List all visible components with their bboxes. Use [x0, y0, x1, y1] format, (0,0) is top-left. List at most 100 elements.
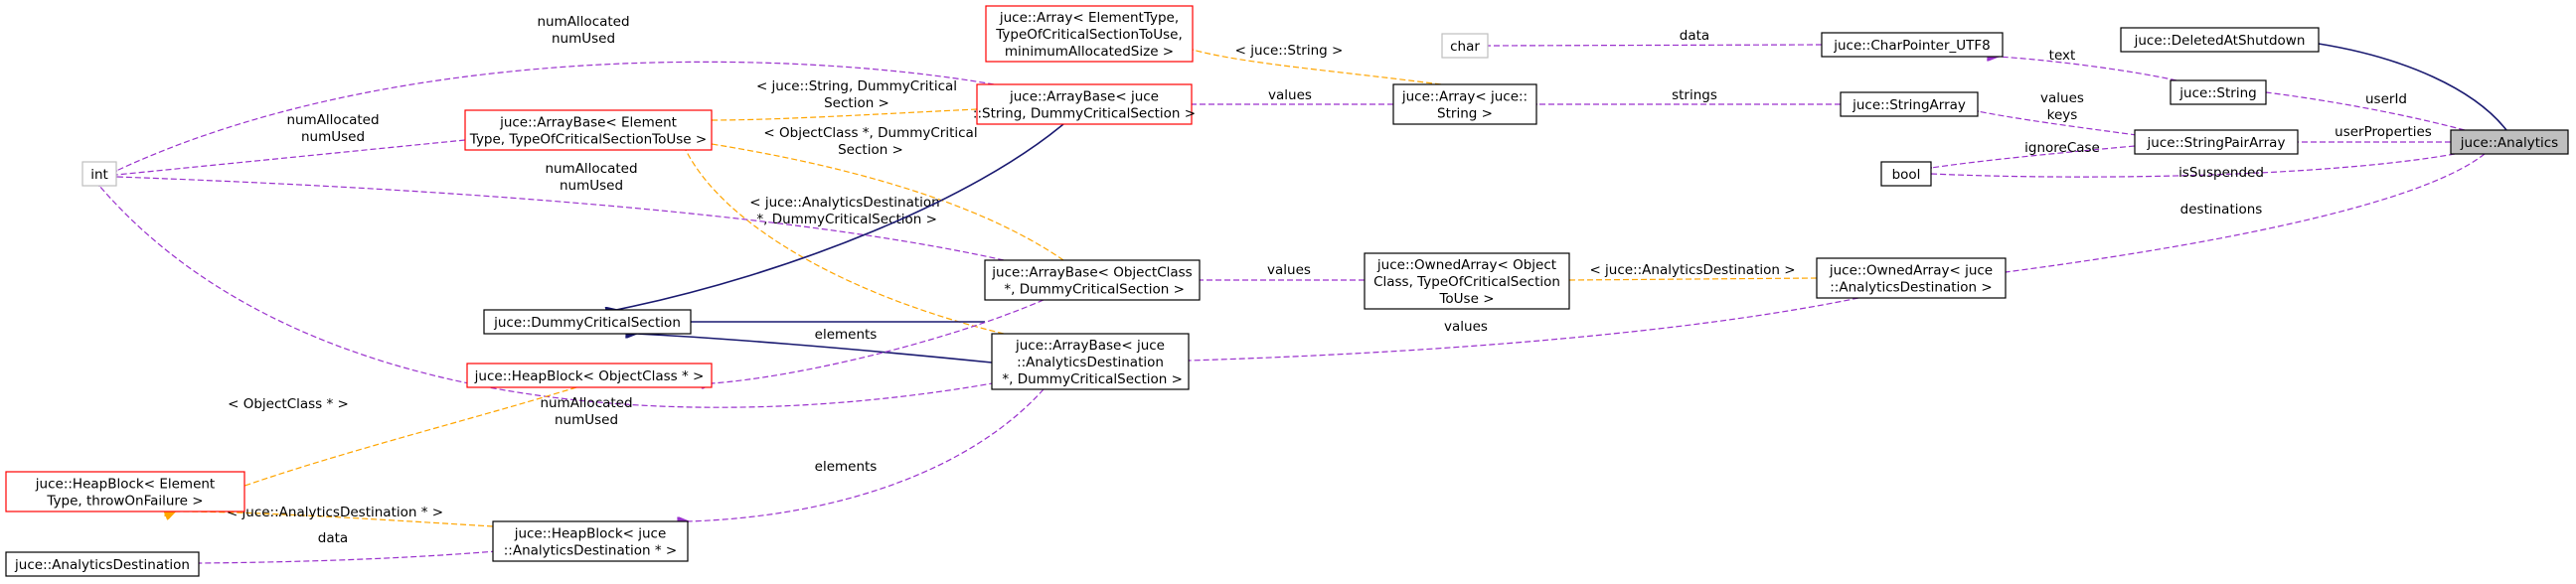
- node-charptr[interactable]: juce::CharPointer_UTF8: [1821, 32, 2004, 58]
- edge-label: values: [1268, 87, 1312, 103]
- edge-line: [2006, 153, 2486, 272]
- edge-userprops: userProperties: [2298, 124, 2451, 142]
- node-string[interactable]: juce::String: [2170, 79, 2267, 105]
- node-dummycs[interactable]: juce::DummyCriticalSection: [483, 309, 692, 335]
- node-box: [2134, 129, 2299, 155]
- node-int[interactable]: int: [81, 161, 117, 187]
- nodes-layer: juce::Analyticsjuce::DeletedAtShutdownju…: [5, 5, 2569, 577]
- edge-label: values: [1267, 262, 1311, 278]
- node-box: [984, 259, 1201, 301]
- node-array-string[interactable]: juce::Array< juce::String >: [1392, 83, 1537, 125]
- edge-hbobj-tmpl: < ObjectClass * >: [175, 386, 577, 511]
- edge-label: < juce::AnalyticsDestination * >: [227, 505, 443, 520]
- node-label: juce::DummyCriticalSection: [493, 315, 681, 331]
- edge-dcs-abad: [636, 334, 993, 364]
- edge-line: [1189, 297, 1859, 361]
- node-box: [976, 83, 1193, 125]
- node-box: [81, 161, 117, 187]
- edge-label: text: [2049, 48, 2076, 64]
- edge-line: [116, 139, 466, 175]
- node-label: juce::ArrayBase< ObjectClass *, DummyCri…: [991, 265, 1192, 298]
- node-box: [1816, 257, 2007, 299]
- edge-line: [1488, 45, 1823, 46]
- edge-label: elements: [815, 327, 878, 343]
- edge-line: [1931, 153, 2456, 177]
- node-ab-objclass[interactable]: juce::ArrayBase< ObjectClass *, DummyCri…: [984, 259, 1201, 301]
- edge-line: [688, 388, 1045, 521]
- node-ownedarr-ad[interactable]: juce::OwnedArray< juce::AnalyticsDestina…: [1816, 257, 2007, 299]
- edge-ignorecase: ignoreCase: [1931, 140, 2136, 168]
- node-box: [1392, 83, 1537, 125]
- node-label: juce::StringArray: [1852, 97, 1966, 113]
- edge-label: data: [318, 530, 348, 546]
- node-strpair[interactable]: juce::StringPairArray: [2134, 129, 2299, 155]
- node-box: [1364, 252, 1570, 310]
- edge-userid: userId: [2266, 91, 2466, 131]
- node-label: juce::ArrayBase< juce::AnalyticsDestinat…: [998, 338, 1183, 387]
- edge-line: [1998, 57, 2177, 81]
- node-hb-ad[interactable]: juce::HeapBlock< juce::AnalyticsDestinat…: [492, 520, 689, 562]
- edge-line: [116, 177, 1005, 261]
- edge-label: userId: [2365, 91, 2407, 107]
- edge-label: values: [1444, 319, 1488, 335]
- edge-line: [1931, 145, 2136, 168]
- node-hb-objclass[interactable]: juce::HeapBlock< ObjectClass * >: [466, 363, 713, 388]
- edge-line: [2266, 92, 2466, 131]
- node-label: juce::StringPairArray: [2147, 135, 2286, 151]
- node-label: char: [1450, 39, 1480, 55]
- edge-line: [199, 550, 498, 563]
- node-ab-ad[interactable]: juce::ArrayBase< juce::AnalyticsDestinat…: [991, 333, 1190, 390]
- node-label: juce::DeletedAtShutdown: [2134, 33, 2306, 49]
- node-array-tmpl[interactable]: juce::Array< ElementType,TypeOfCriticalS…: [985, 5, 1194, 63]
- node-label: juce::AnalyticsDestination: [14, 557, 190, 573]
- edge-elements-objc: elements: [712, 299, 1045, 383]
- node-box: [492, 520, 689, 562]
- node-ab-string[interactable]: juce::ArrayBase< juce::String, DummyCrit…: [973, 83, 1196, 125]
- node-box: [466, 363, 713, 388]
- node-label: juce::HeapBlock< juce::AnalyticsDestinat…: [504, 526, 678, 559]
- edge-line: [175, 386, 577, 511]
- node-deleted[interactable]: juce::DeletedAtShutdown: [2120, 27, 2320, 53]
- edge-elements-ad: elements: [688, 388, 1045, 521]
- node-box: [5, 471, 245, 512]
- edge-line: [175, 511, 494, 527]
- edge-label: strings: [1672, 87, 1717, 103]
- node-strarray[interactable]: juce::StringArray: [1840, 91, 1979, 117]
- edge-line: [1978, 111, 2138, 136]
- node-label: juce::OwnedArray< juce::AnalyticsDestina…: [1829, 263, 1993, 296]
- edge-line: [712, 144, 1064, 261]
- node-label: juce::Array< ElementType,TypeOfCriticalS…: [995, 10, 1182, 60]
- edge-label: userProperties: [2334, 124, 2432, 140]
- edge-line: [2319, 44, 2507, 131]
- node-box: [2170, 79, 2267, 105]
- edge-hbad-tmpl: < juce::AnalyticsDestination * >: [175, 505, 494, 527]
- edge-line: [116, 61, 995, 171]
- node-bool[interactable]: bool: [1880, 161, 1932, 187]
- edge-label: < juce::String >: [1235, 43, 1344, 59]
- node-char[interactable]: char: [1441, 33, 1489, 59]
- node-label: juce::Analytics: [2460, 135, 2558, 151]
- edge-line: [636, 334, 993, 364]
- edge-label: < ObjectClass * >: [228, 396, 349, 412]
- edge-label: < juce::AnalyticsDestination >: [1589, 262, 1795, 278]
- edge-line: [1569, 278, 1818, 280]
- node-ad[interactable]: juce::AnalyticsDestination: [5, 551, 200, 577]
- node-analytics[interactable]: juce::Analytics: [2450, 129, 2569, 155]
- edge-label: data: [1680, 28, 1709, 44]
- node-label: int: [90, 167, 108, 183]
- node-label: juce::String: [2178, 85, 2256, 101]
- node-label: juce::HeapBlock< ObjectClass * >: [474, 368, 705, 384]
- edge-values-abstr: values: [1192, 87, 1393, 104]
- node-label: juce::Array< juce::String >: [1401, 89, 1528, 122]
- edge-owned-tmpl: < juce::AnalyticsDestination >: [1569, 262, 1818, 280]
